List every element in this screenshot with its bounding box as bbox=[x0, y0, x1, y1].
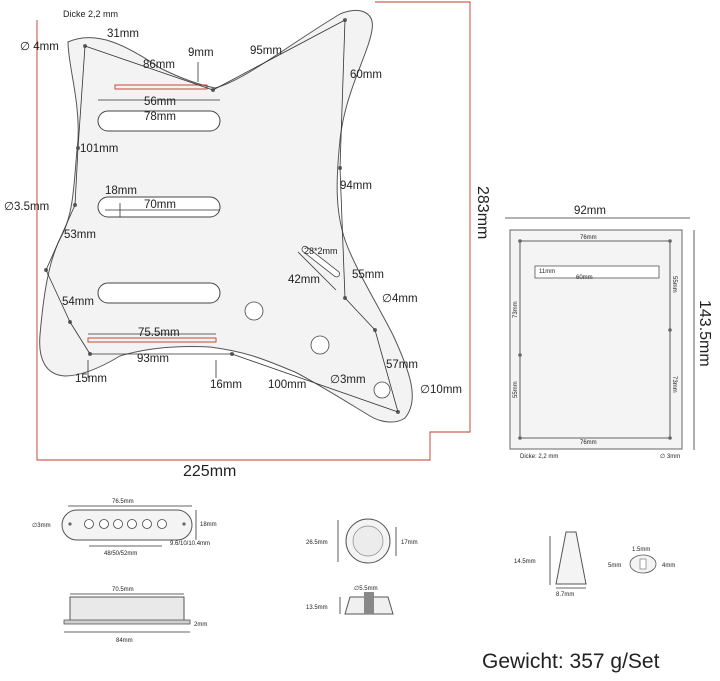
pickup-pole-holes bbox=[84, 519, 167, 529]
dim-95: 95mm bbox=[250, 45, 282, 57]
pickup-cover-length: 76.5mm bbox=[112, 499, 134, 505]
knob-diameter: 26.5mm bbox=[306, 540, 328, 546]
dim-width-225: 225mm bbox=[183, 463, 236, 480]
pickup-side-bottom: 84mm bbox=[116, 638, 133, 644]
backplate-top-inner: 76mm bbox=[580, 235, 597, 241]
pickup-screw-right bbox=[182, 522, 186, 526]
dim-86: 86mm bbox=[143, 59, 175, 71]
knob-inner bbox=[352, 525, 384, 557]
dim-70: 70mm bbox=[144, 199, 176, 211]
backplate-slot bbox=[534, 265, 660, 279]
knob-hole-label: ∅10mm bbox=[420, 384, 462, 396]
knob-height: 17mm bbox=[401, 540, 418, 546]
backplate-body bbox=[509, 229, 683, 450]
backplate-width: 92mm bbox=[574, 205, 606, 217]
backplate-left-upper: 73mm bbox=[513, 301, 519, 318]
dim-height-283: 283mm bbox=[474, 186, 491, 239]
dim-28x2: 28*2mm bbox=[304, 246, 338, 256]
knob-shaft bbox=[364, 592, 374, 614]
pickup-screw-left bbox=[68, 522, 72, 526]
pickup-slot-neck bbox=[97, 110, 221, 132]
hole-bottom-right-label: ∅3mm bbox=[330, 374, 366, 386]
switch-tip bbox=[555, 531, 587, 585]
pickup-cover-width: 18mm bbox=[200, 522, 217, 528]
outline-dimension-frame bbox=[36, 1, 471, 461]
pickguard-dimension-lines bbox=[45, 19, 399, 413]
jack-hole bbox=[373, 381, 391, 399]
pickup-side-base bbox=[63, 619, 191, 625]
dim-101: 101mm bbox=[80, 143, 118, 155]
pot-hole-2 bbox=[310, 335, 330, 355]
dim-75-5: 75.5mm bbox=[138, 327, 180, 339]
backplate-bottom-inner: 76mm bbox=[580, 440, 597, 446]
switch-tip-inner: 5mm bbox=[608, 563, 621, 569]
dim-31: 31mm bbox=[107, 28, 139, 40]
pickup-side-top: 70.5mm bbox=[112, 587, 134, 593]
knob-side-hole: ∅5.5mm bbox=[354, 585, 378, 592]
dim-100: 100mm bbox=[268, 379, 306, 391]
dim-42: 42mm bbox=[288, 274, 320, 286]
pickup-cover-hole: ∅3mm bbox=[32, 522, 51, 529]
hole-right-label: ∅4mm bbox=[382, 293, 418, 305]
backplate-slot-long: 60mm bbox=[576, 275, 593, 281]
dim-78: 78mm bbox=[144, 111, 176, 123]
pickup-side-thickness: 2mm bbox=[194, 622, 207, 628]
dim-16: 16mm bbox=[210, 379, 242, 391]
switch-slot-width: 1.5mm bbox=[632, 547, 650, 553]
dim-18: 18mm bbox=[105, 185, 137, 197]
backplate-left-lower: 55mm bbox=[513, 381, 519, 398]
switch-tip-depth: 4mm bbox=[662, 563, 675, 569]
pickup-slot-bridge bbox=[97, 282, 221, 304]
dim-54: 54mm bbox=[62, 296, 94, 308]
dim-60: 60mm bbox=[350, 69, 382, 81]
knob-side-height: 13.5mm bbox=[306, 605, 328, 611]
backplate-slot-small: 11mm bbox=[539, 269, 555, 275]
dim-57: 57mm bbox=[386, 359, 418, 371]
switch-tip-width: 8.7mm bbox=[556, 592, 574, 598]
switch-tip-slot bbox=[639, 558, 647, 570]
backplate-thickness: Dicke: 2,2 mm bbox=[520, 454, 558, 460]
pickup-slot-middle bbox=[97, 196, 221, 218]
hole-left-label: ∅3.5mm bbox=[4, 201, 49, 213]
backplate-right-upper: 55mm bbox=[671, 276, 677, 293]
dim-94: 94mm bbox=[340, 180, 372, 192]
pickup-side-body bbox=[69, 596, 185, 622]
dim-53: 53mm bbox=[64, 229, 96, 241]
backplate-height: 143.5mm bbox=[696, 300, 713, 367]
rout-mark-top bbox=[114, 84, 208, 90]
backplate-right-lower: 73mm bbox=[671, 376, 677, 393]
pot-hole-1 bbox=[244, 301, 264, 321]
switch-slot bbox=[301, 245, 340, 278]
dim-55: 55mm bbox=[352, 269, 384, 281]
switch-tip-height: 14.5mm bbox=[514, 559, 536, 565]
pickup-cover bbox=[61, 509, 193, 541]
weight-label: Gewicht: 357 g/Set bbox=[482, 650, 660, 673]
thickness-note: Dicke 2,2 mm bbox=[63, 9, 118, 19]
pickup-pole-spacing: 48/50/52mm bbox=[104, 551, 137, 557]
pickup-pole-diameter: 9.6/10/10.4mm bbox=[170, 541, 210, 547]
backplate-screws bbox=[518, 239, 672, 440]
dim-15: 15mm bbox=[75, 373, 107, 385]
backplate-hole: ∅ 3mm bbox=[660, 453, 680, 460]
dim-9: 9mm bbox=[188, 47, 214, 59]
hole-top-left-label: ∅ 4mm bbox=[20, 41, 59, 53]
dim-93: 93mm bbox=[137, 353, 169, 365]
dim-56: 56mm bbox=[144, 96, 176, 108]
rout-mark-bottom bbox=[87, 337, 217, 343]
